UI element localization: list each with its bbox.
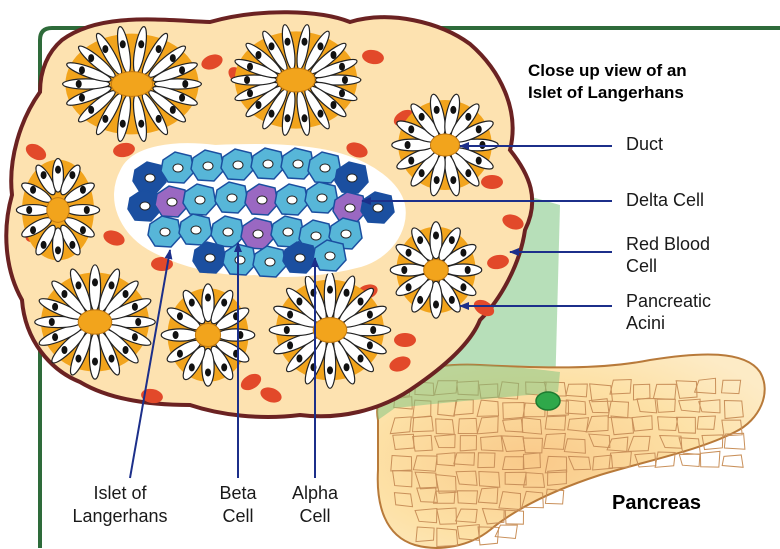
pancreatic-acini-label-1: Pancreatic xyxy=(626,291,711,311)
alpha-cell-label-2: Cell xyxy=(299,506,330,526)
red-blood-cell-label-1: Red Blood xyxy=(626,234,710,254)
pancreas-lobule xyxy=(722,455,743,467)
acinus xyxy=(35,265,156,379)
islet-label-1: Islet of xyxy=(93,483,147,503)
beta-cell-label-1: Beta xyxy=(219,483,257,503)
pancreas-organ xyxy=(377,354,765,547)
islet-marker xyxy=(536,392,560,410)
acinus xyxy=(269,272,390,388)
pancreas-lobule xyxy=(679,454,700,466)
islet-label-2: Langerhans xyxy=(72,506,167,526)
duct-label: Duct xyxy=(626,134,663,154)
title-line-1: Close up view of an xyxy=(528,61,687,80)
delta-cell-label: Delta Cell xyxy=(626,190,704,210)
pancreatic-acini-label-2: Acini xyxy=(626,313,665,333)
title-line-2: Islet of Langerhans xyxy=(528,83,684,102)
alpha-cell-label-1: Alpha xyxy=(292,483,339,503)
red-blood-cell-label-2: Cell xyxy=(626,256,657,276)
beta-cell-label-2: Cell xyxy=(222,506,253,526)
red-blood-cell xyxy=(394,333,416,347)
pancreas-label: Pancreas xyxy=(612,492,701,514)
red-blood-cell xyxy=(481,175,503,189)
pancreas-lobule xyxy=(700,451,720,467)
